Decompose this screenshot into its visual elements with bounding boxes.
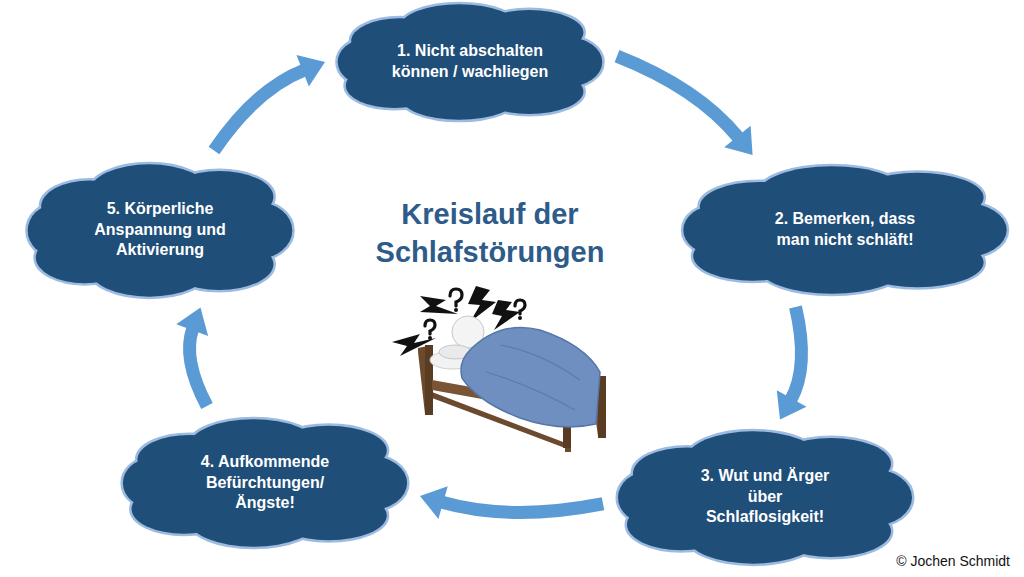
cycle-arrow xyxy=(617,56,753,155)
cloud-shape xyxy=(335,3,605,121)
arrow-head xyxy=(777,390,807,419)
arrow-head xyxy=(420,486,448,519)
diagram-title: Kreislauf der Schlafstörungen xyxy=(350,196,630,271)
cloud-node: 1. Nicht abschalten können / wachliegen xyxy=(335,3,605,121)
cloud-shape xyxy=(680,165,1010,295)
cycle-arrow xyxy=(176,308,208,407)
arrow-shaft xyxy=(791,307,802,400)
node-label: 2. Bemerken, dass man nicht schläft! xyxy=(758,209,933,251)
lightning-bolt xyxy=(420,296,458,314)
node-label: 1. Nicht abschalten können / wachliegen xyxy=(385,41,555,83)
cycle-arrow xyxy=(777,307,807,420)
arrow-head xyxy=(296,55,325,87)
arrow-shaft xyxy=(617,56,739,138)
cloud-node: 5. Körperliche Anspannung und Aktivierun… xyxy=(25,163,295,298)
arrow-head xyxy=(176,308,208,336)
arrow-shaft xyxy=(441,502,603,512)
blanket xyxy=(461,328,600,427)
arrow-head xyxy=(724,126,752,155)
node-label: 5. Körperliche Anspannung und Aktivierun… xyxy=(80,199,240,261)
node-label: 4. Aufkommende Befürchtungen/ Ängste! xyxy=(190,452,340,514)
cloud-node: 3. Wut und Ärger über Schlaflosigkeit! xyxy=(615,430,915,565)
node-label: 3. Wut und Ärger über Schlaflosigkeit! xyxy=(690,466,840,528)
cycle-arrow xyxy=(214,55,325,151)
arrow-shaft xyxy=(189,328,207,406)
arrow-shaft xyxy=(214,70,305,150)
cloud-node: 2. Bemerken, dass man nicht schläft! xyxy=(680,165,1010,295)
cycle-arrow xyxy=(420,486,603,519)
blanket-fold xyxy=(486,345,580,410)
cloud-node: 4. Aufkommende Befürchtungen/ Ängste! xyxy=(120,418,410,548)
copyright-note: © Jochen Schmidt xyxy=(896,553,1010,569)
